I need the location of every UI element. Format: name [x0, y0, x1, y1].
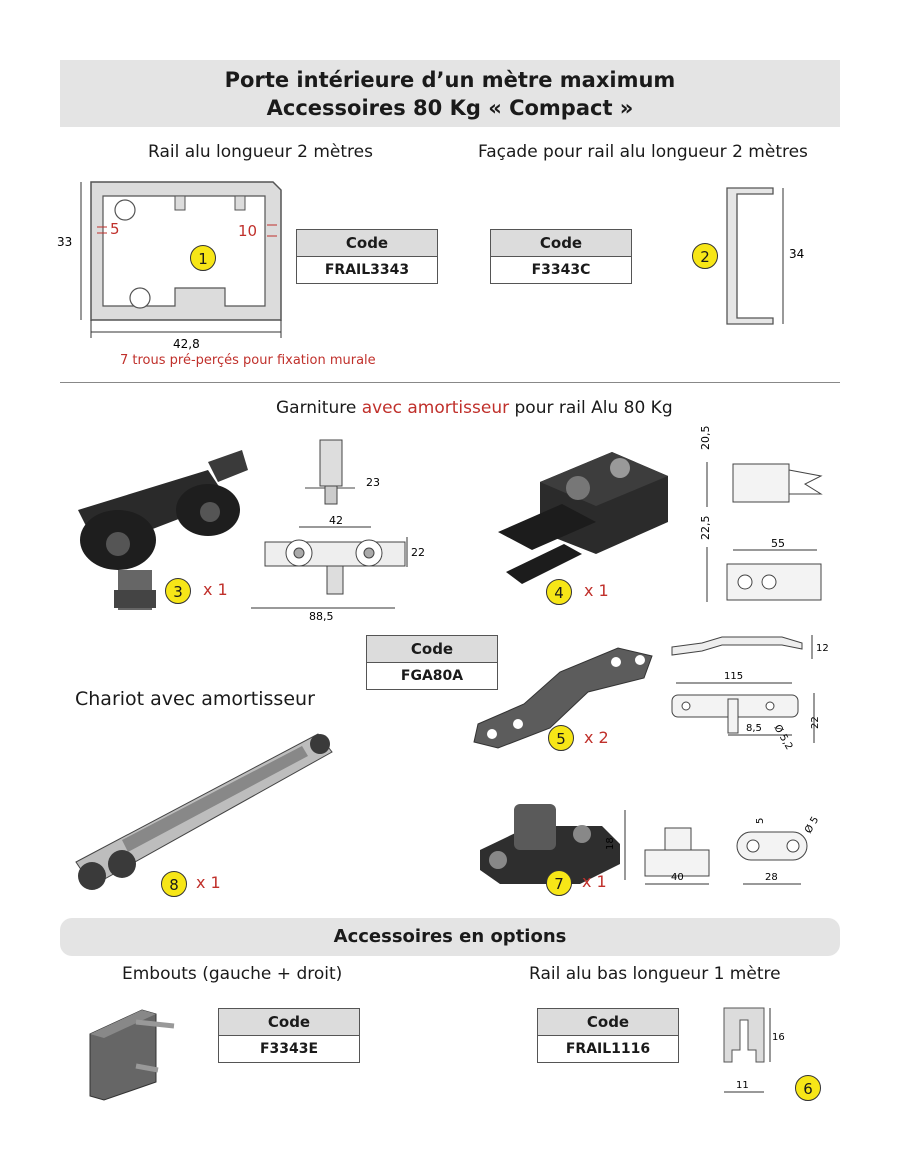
garniture-title-highlight: avec amortisseur [361, 398, 510, 418]
dim-88-5: 88,5 [309, 610, 334, 623]
plate-drawings: 12 115 8,5 Ø 5,2 22 [671, 635, 829, 752]
dim-115: 115 [724, 671, 743, 682]
badge-2: 2 [692, 243, 718, 269]
code-label: Code [297, 230, 437, 257]
qty-8: x 1 [196, 873, 221, 892]
code-box-rail-bas: Code FRAIL1116 [537, 1008, 679, 1063]
code-label: Code [491, 230, 631, 257]
options-title: Accessoires en options [60, 918, 840, 956]
badge-5: 5 [548, 725, 574, 751]
rail-profile-drawing: 33 5 10 42,8 [57, 181, 282, 351]
garniture-title-end: pour rail Alu 80 Kg [509, 398, 673, 418]
dim-18: 18 [605, 837, 616, 850]
badge-4: 4 [546, 579, 572, 605]
dim-22: 22 [411, 546, 425, 559]
code-value: F3343E [219, 1036, 359, 1062]
qty-7: x 1 [582, 872, 607, 891]
code-box-facade: Code F3343C [490, 229, 632, 284]
facade-title: Façade pour rail alu longueur 2 mètres [478, 142, 808, 162]
plate-photo [473, 647, 653, 749]
dim-23: 23 [366, 476, 380, 489]
header-title-line1: Porte intérieure d’un mètre maximum [224, 68, 676, 92]
stop-block-photo [498, 452, 668, 584]
dim-phi-5-2: Ø 5,2 [771, 723, 795, 752]
embouts-title: Embouts (gauche + droit) [122, 964, 343, 984]
badge-6: 6 [795, 1075, 821, 1101]
badge-7: 7 [546, 870, 572, 896]
badge-3: 3 [165, 578, 191, 604]
guide-drawings: 18 40 5 Ø 5 28 [605, 810, 821, 885]
rail-dim-width: 42,8 [173, 337, 200, 351]
code-value: FRAIL3343 [297, 257, 437, 283]
section-divider [60, 382, 840, 383]
garniture-title-start: Garniture [276, 398, 362, 418]
dim-22-5: 22,5 [699, 516, 712, 541]
chariot-title: Chariot avec amortisseur [75, 688, 315, 710]
dim-40: 40 [671, 872, 684, 883]
qty-4: x 1 [584, 581, 609, 600]
code-value: FGA80A [367, 663, 497, 689]
rail-bas-profile: 16 11 [723, 1007, 785, 1093]
rail-bas-dim-11: 11 [736, 1080, 749, 1091]
rail-dim-height: 33 [57, 235, 72, 249]
dim-8-5: 8,5 [746, 723, 762, 734]
dim-28: 28 [765, 872, 778, 883]
rail-bas-dim-16: 16 [772, 1032, 785, 1043]
chariot-photo [75, 733, 333, 890]
code-box-garniture: Code FGA80A [366, 635, 498, 690]
dim-20-5: 20,5 [699, 426, 712, 451]
rail-dim-5: 5 [110, 220, 120, 238]
qty-5: x 2 [584, 728, 609, 747]
dim-42: 42 [329, 514, 343, 527]
dim-phi-5: Ø 5 [802, 814, 821, 835]
code-box-rail: Code FRAIL3343 [296, 229, 438, 284]
facade-dim-height: 34 [789, 247, 804, 261]
badge-1: 1 [190, 245, 216, 271]
code-value: FRAIL1116 [538, 1036, 678, 1062]
trolley-drawings: 23 42 22 88,5 [251, 439, 425, 623]
badge-8: 8 [161, 871, 187, 897]
guide-photo [480, 804, 620, 884]
facade-profile-drawing: 34 [726, 187, 804, 325]
stop-block-drawings: 20,5 22,5 55 [699, 426, 823, 602]
code-label: Code [367, 636, 497, 663]
page-header: Porte intérieure d’un mètre maximum Acce… [60, 60, 840, 127]
dim-12: 12 [816, 643, 829, 654]
embouts-photo [89, 1009, 175, 1101]
code-label: Code [219, 1009, 359, 1036]
rail-note: 7 trous pré-perçés pour fixation murale [120, 353, 376, 368]
rail-bas-title: Rail alu bas longueur 1 mètre [529, 964, 781, 984]
code-label: Code [538, 1009, 678, 1036]
dim-55: 55 [771, 537, 785, 550]
rail-title: Rail alu longueur 2 mètres [148, 142, 373, 162]
dim-5: 5 [755, 818, 766, 824]
code-box-embouts: Code F3343E [218, 1008, 360, 1063]
qty-3: x 1 [203, 580, 228, 599]
dim-22b: 22 [810, 716, 821, 729]
header-title-line2: Accessoires 80 Kg « Compact » [266, 96, 634, 120]
garniture-title: Garniture avec amortisseur pour rail Alu… [276, 398, 673, 418]
code-value: F3343C [491, 257, 631, 283]
rail-dim-10: 10 [238, 222, 257, 240]
trolley-photo [78, 450, 248, 610]
